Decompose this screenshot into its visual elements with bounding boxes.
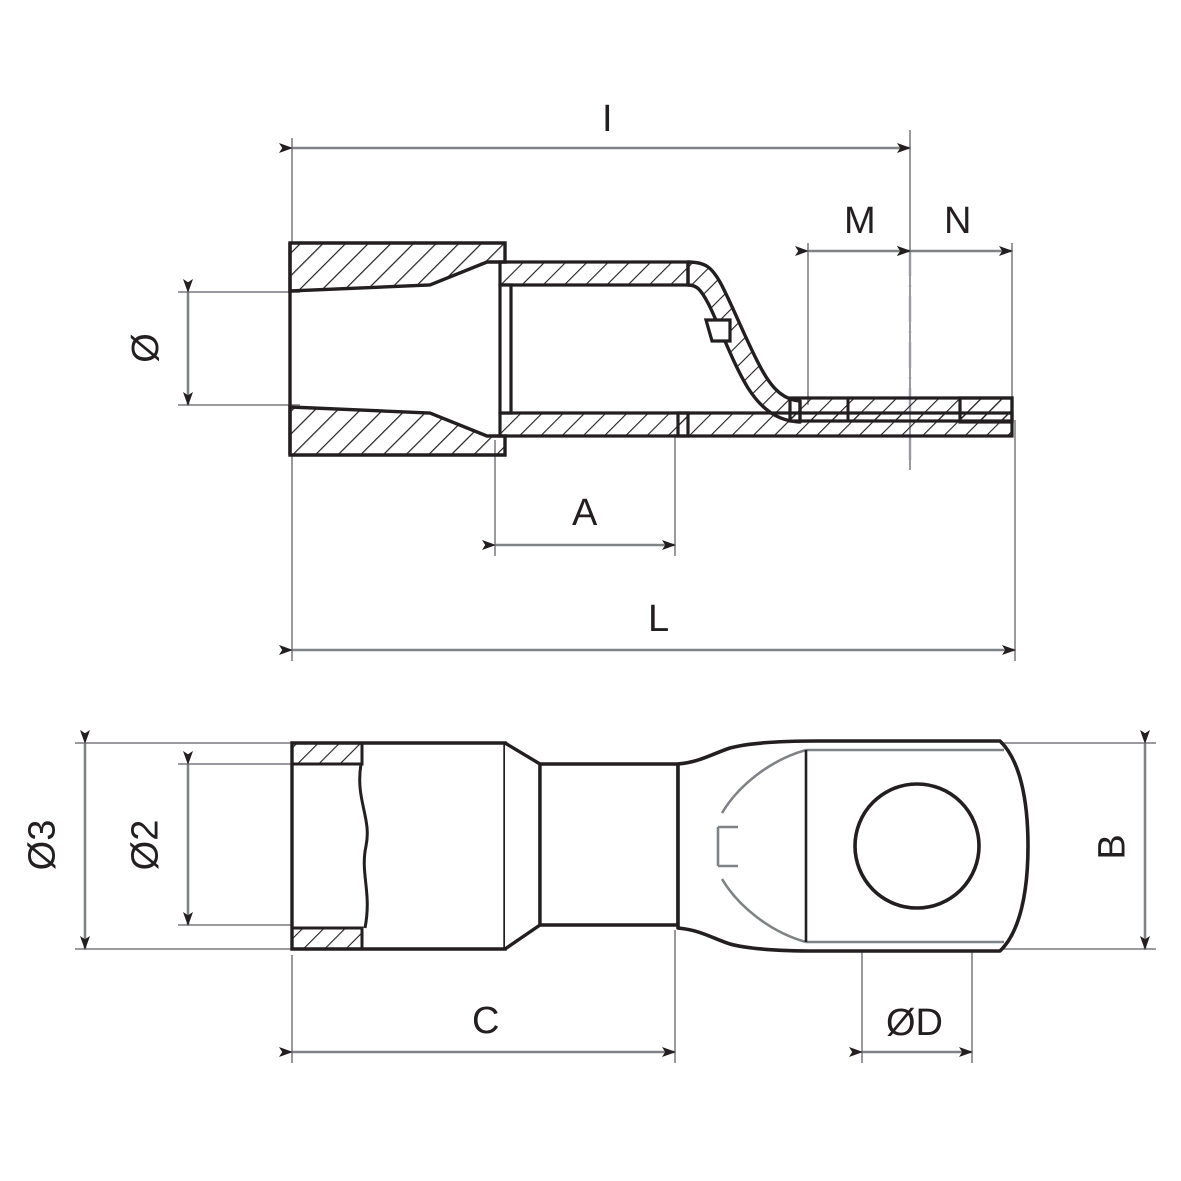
top-view-extension-lines — [178, 130, 1016, 661]
dimension-label-L: L — [648, 598, 670, 640]
dimension-label-B: B — [1091, 834, 1134, 860]
dimension-label-C: C — [472, 1000, 500, 1042]
tongue-transition-section — [686, 260, 802, 424]
barrel-body-plan — [538, 762, 680, 927]
insulation-sleeve-section — [288, 241, 507, 457]
bottom-view-dimension-lines — [80, 730, 1150, 1057]
dimension-label-I: I — [602, 98, 613, 140]
dimension-label-diameter: Ø — [124, 333, 167, 363]
top-view-dimension-lines — [183, 143, 1016, 655]
dimension-label-A: A — [572, 492, 598, 534]
barrel-wall-section — [498, 260, 690, 438]
bottom-view-group — [75, 730, 1156, 1063]
top-view-group — [178, 130, 1016, 661]
dimension-label-M: M — [844, 200, 876, 242]
tongue-section — [676, 396, 1014, 438]
insulation-body-plan — [290, 741, 542, 951]
bolt-hole — [853, 782, 981, 910]
tongue-inner-edges — [716, 748, 1004, 944]
dimension-label-D2: Ø2 — [124, 819, 167, 871]
dimension-label-D3: Ø3 — [21, 819, 64, 871]
dimension-label-DD: ØD — [886, 1002, 943, 1044]
dimension-label-N: N — [944, 200, 972, 242]
